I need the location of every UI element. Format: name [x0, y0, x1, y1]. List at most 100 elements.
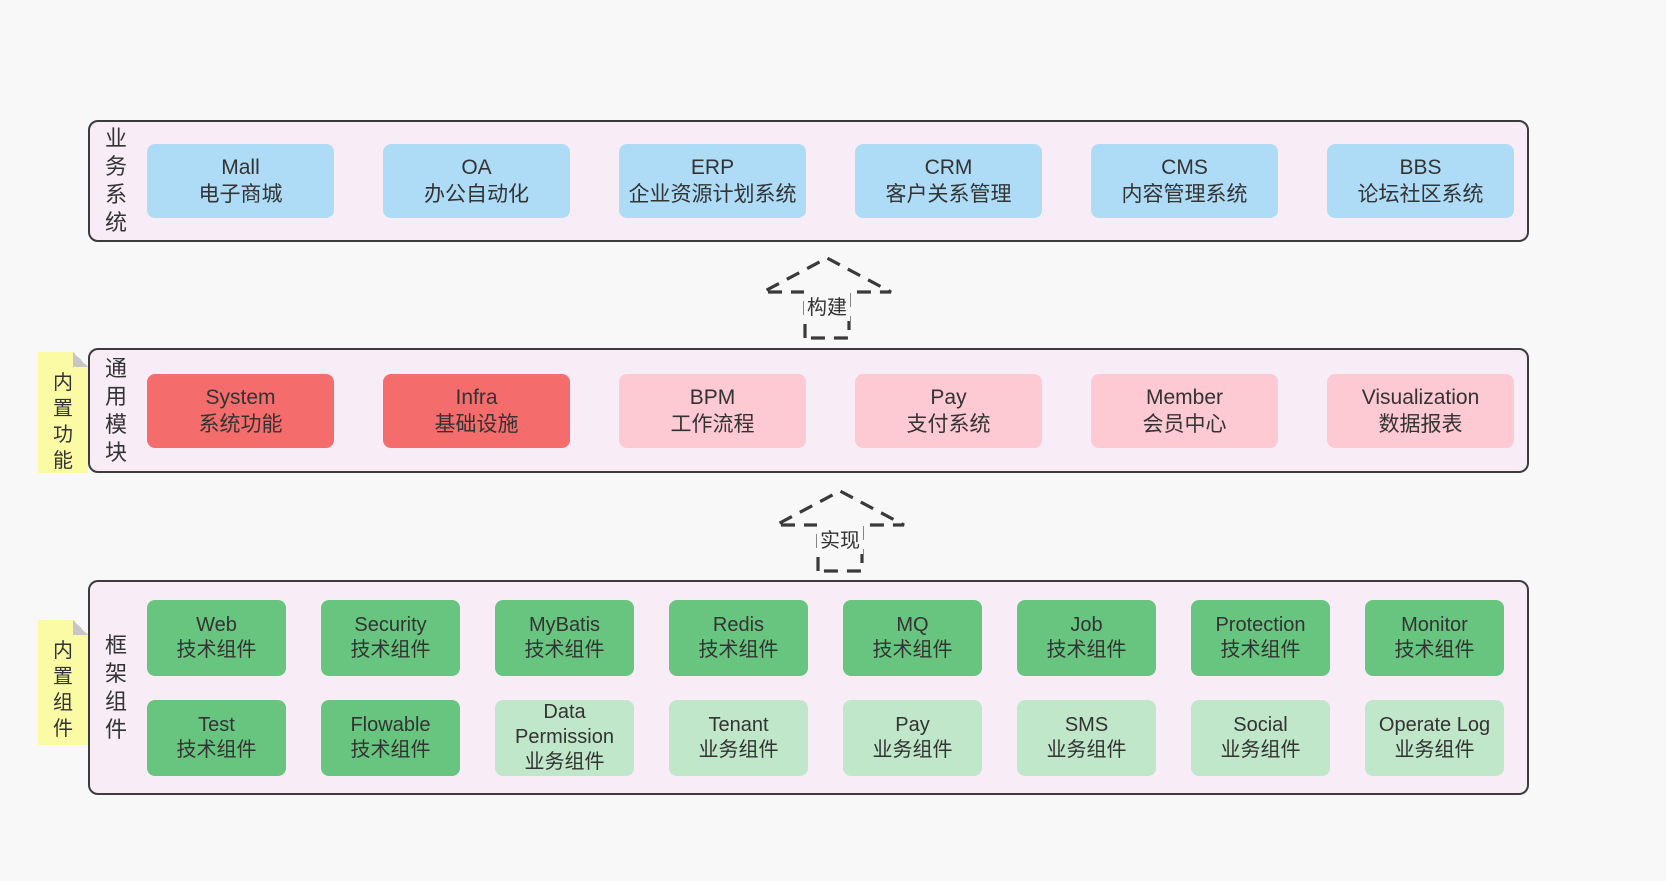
box-name: Test	[198, 713, 235, 736]
box-job: Job 技术组件	[1017, 599, 1156, 676]
box-member: Member 会员中心	[1091, 373, 1278, 448]
framework-row-2: Test 技术组件 Flowable 技术组件 Data Permission …	[147, 699, 1504, 776]
up-arrow-icon	[762, 256, 892, 340]
box-sms: SMS 业务组件	[1017, 699, 1156, 776]
framework-components-container: 框架组件 Web 技术组件 Security 技术组件 MyBatis 技术组件…	[88, 580, 1529, 795]
box-desc: 技术组件	[176, 638, 257, 661]
builtin-components-note: 内置组件	[38, 620, 88, 745]
box-cms: CMS 内容管理系统	[1091, 144, 1278, 218]
note-text: 内置组件	[53, 640, 73, 740]
box-desc: 支付系统	[906, 412, 991, 436]
box-name: Social	[1233, 713, 1288, 736]
box-name: Flowable	[350, 713, 431, 736]
box-bbs: BBS 论坛社区系统	[1327, 144, 1514, 218]
box-name: Operate Log	[1378, 713, 1491, 736]
box-desc: 业务组件	[698, 738, 779, 761]
note-text: 内置功能	[53, 372, 73, 472]
box-name: MQ	[896, 613, 929, 636]
box-mybatis: MyBatis 技术组件	[495, 599, 634, 676]
box-name: Web	[196, 613, 237, 636]
box-desc: 企业资源计划系统	[628, 183, 797, 206]
box-desc: 办公自动化	[424, 183, 529, 206]
box-name: Visualization	[1361, 385, 1480, 409]
box-name: Pay	[895, 713, 930, 736]
box-desc: 技术组件	[1394, 638, 1475, 661]
build-arrow-label: 构建	[804, 290, 850, 321]
box-name: Monitor	[1401, 613, 1468, 636]
box-desc: 技术组件	[350, 738, 431, 761]
common-modules-row: System 系统功能 Infra 基础设施 BPM 工作流程 Pay 支付系统…	[147, 373, 1514, 448]
builtin-features-note: 内置功能	[38, 352, 88, 473]
box-pay-biz: Pay 业务组件	[843, 699, 982, 776]
box-flowable: Flowable 技术组件	[321, 699, 460, 776]
build-arrow: 构建	[757, 254, 897, 340]
business-systems-label: 业务系统	[104, 126, 127, 235]
box-name: BBS	[1399, 156, 1442, 179]
box-crm: CRM 客户关系管理	[855, 144, 1042, 218]
box-security: Security 技术组件	[321, 599, 460, 676]
box-name: Infra	[455, 385, 498, 409]
box-desc: 技术组件	[1046, 638, 1127, 661]
box-name: Job	[1070, 613, 1103, 636]
box-erp: ERP 企业资源计划系统	[619, 144, 806, 218]
box-desc: 基础设施	[434, 412, 519, 436]
common-modules-container: 通用模块 System 系统功能 Infra 基础设施 BPM 工作流程 Pay…	[88, 348, 1529, 473]
box-desc: 客户关系管理	[885, 183, 1012, 206]
framework-components-label: 框架组件	[104, 632, 127, 742]
box-name: OA	[461, 156, 492, 179]
box-name: Mall	[221, 156, 260, 179]
box-tenant: Tenant 业务组件	[669, 699, 808, 776]
box-social: Social 业务组件	[1191, 699, 1330, 776]
box-system: System 系统功能	[147, 373, 334, 448]
box-pay: Pay 支付系统	[855, 373, 1042, 448]
business-systems-row: Mall 电子商城 OA 办公自动化 ERP 企业资源计划系统 CRM 客户关系…	[147, 144, 1514, 218]
box-desc: 内容管理系统	[1121, 183, 1248, 206]
box-web: Web 技术组件	[147, 599, 286, 676]
box-name: ERP	[690, 156, 735, 179]
box-infra: Infra 基础设施	[383, 373, 570, 448]
box-operate-log: Operate Log 业务组件	[1365, 699, 1504, 776]
box-desc: 系统功能	[198, 412, 283, 436]
box-name: CMS	[1161, 156, 1208, 179]
box-name: System	[205, 385, 276, 409]
box-oa: OA 办公自动化	[383, 144, 570, 218]
box-bpm: BPM 工作流程	[619, 373, 806, 448]
up-arrow-icon	[775, 489, 905, 573]
box-name: Member	[1145, 385, 1224, 409]
box-name: SMS	[1064, 713, 1109, 736]
box-name: Pay	[930, 385, 967, 409]
box-mq: MQ 技术组件	[843, 599, 982, 676]
implement-arrow-label: 实现	[817, 523, 863, 554]
box-desc: 会员中心	[1142, 412, 1227, 436]
box-protection: Protection 技术组件	[1191, 599, 1330, 676]
common-modules-label: 通用模块	[104, 355, 127, 465]
box-mall: Mall 电子商城	[147, 144, 334, 218]
box-desc: 业务组件	[1220, 738, 1301, 761]
box-desc: 数据报表	[1378, 412, 1463, 436]
box-desc: 技术组件	[524, 638, 605, 661]
implement-arrow: 实现	[770, 487, 910, 573]
box-desc: 论坛社区系统	[1357, 183, 1484, 206]
box-name: Security	[354, 613, 427, 636]
box-desc: 业务组件	[872, 738, 953, 761]
box-name: Redis	[712, 613, 765, 636]
box-redis: Redis 技术组件	[669, 599, 808, 676]
box-desc: 技术组件	[176, 738, 257, 761]
box-name: MyBatis	[528, 613, 601, 636]
box-desc: 工作流程	[670, 412, 755, 436]
box-monitor: Monitor 技术组件	[1365, 599, 1504, 676]
note-fold-corner	[73, 620, 88, 635]
box-desc: 技术组件	[872, 638, 953, 661]
box-desc: 业务组件	[1046, 738, 1127, 761]
box-desc: 电子商城	[198, 183, 283, 206]
box-name: Protection	[1215, 613, 1306, 636]
business-systems-container: 业务系统 Mall 电子商城 OA 办公自动化 ERP 企业资源计划系统 CRM…	[88, 120, 1529, 242]
box-desc: 业务组件	[1394, 738, 1475, 761]
framework-rows: Web 技术组件 Security 技术组件 MyBatis 技术组件 Redi…	[147, 582, 1504, 793]
box-desc: 业务组件	[524, 751, 605, 773]
box-data-permission: Data Permission 业务组件	[495, 699, 634, 776]
box-desc: 技术组件	[1220, 638, 1301, 661]
box-test: Test 技术组件	[147, 699, 286, 776]
note-fold-corner	[73, 352, 88, 367]
box-desc: 技术组件	[698, 638, 779, 661]
